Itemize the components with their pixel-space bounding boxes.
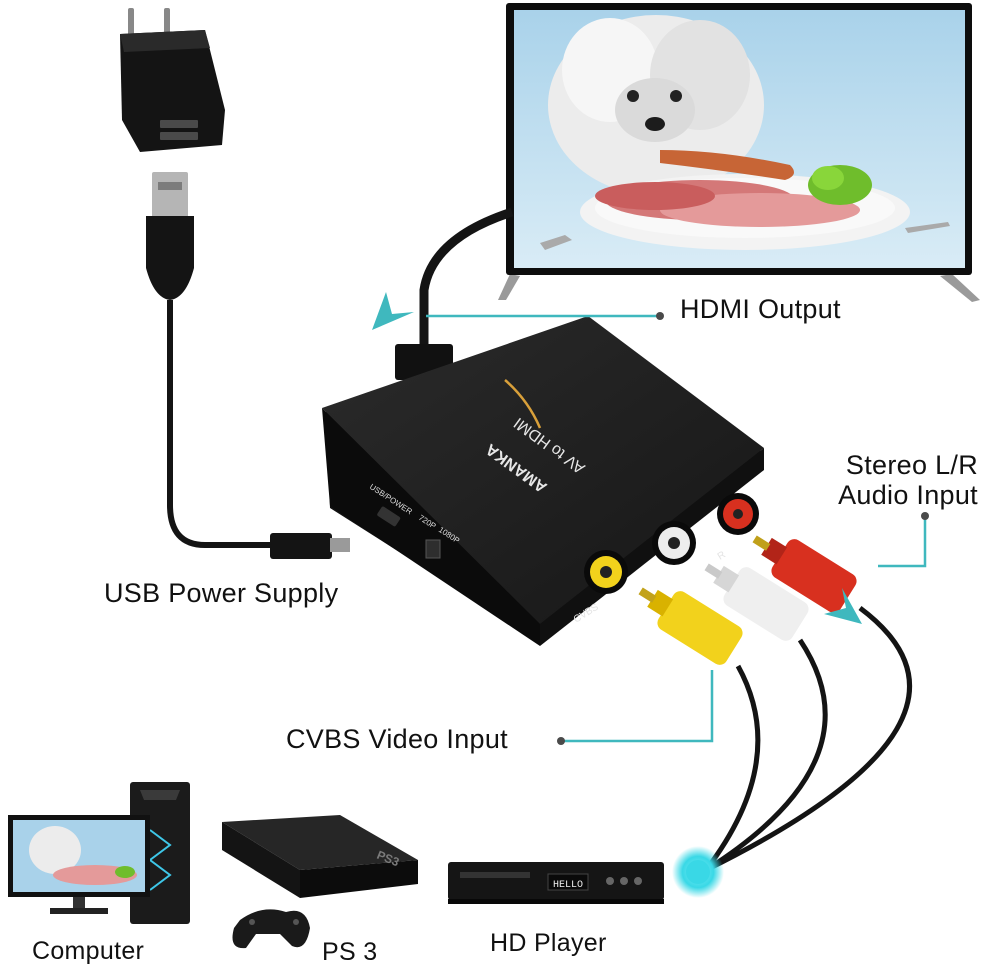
up-left-arrow-icon (824, 588, 862, 624)
tv-illustration (498, 3, 980, 302)
up-right-arrow-icon (372, 292, 414, 330)
hd-player-illustration: HELLO (448, 862, 664, 904)
port-label-r: R (716, 549, 728, 562)
label-cvbs-video-input: CVBS Video Input (286, 724, 508, 754)
label-stereo-line2: Audio Input (838, 480, 978, 510)
ps3-illustration: PS3 (222, 815, 418, 949)
converter-box: AMANKA AV to HDMI USB/POWER 720P 1080P C… (322, 316, 764, 646)
cable-hub (686, 860, 710, 884)
callout-dot-cvbs (557, 737, 565, 745)
rca-cables-illustration (638, 535, 912, 873)
label-computer: Computer (32, 937, 145, 965)
label-usb-power-supply: USB Power Supply (104, 578, 339, 608)
power-adapter-illustration (120, 8, 225, 152)
label-hdmi-output: HDMI Output (680, 294, 841, 324)
callout-line-cvbs (563, 670, 714, 743)
label-stereo-line1: Stereo L/R (845, 450, 978, 480)
callout-line-audio (878, 516, 927, 568)
dvd-display-text: HELLO (553, 880, 583, 891)
label-ps3: PS 3 (322, 938, 378, 966)
label-hd-player: HD Player (490, 929, 607, 957)
callout-dot-hdmi (656, 312, 664, 320)
usb-cable-illustration (146, 172, 350, 559)
callout-dot-audio (921, 512, 929, 520)
computer-illustration (8, 782, 190, 924)
brand-swoosh (504, 379, 542, 429)
callout-lines (426, 314, 927, 743)
